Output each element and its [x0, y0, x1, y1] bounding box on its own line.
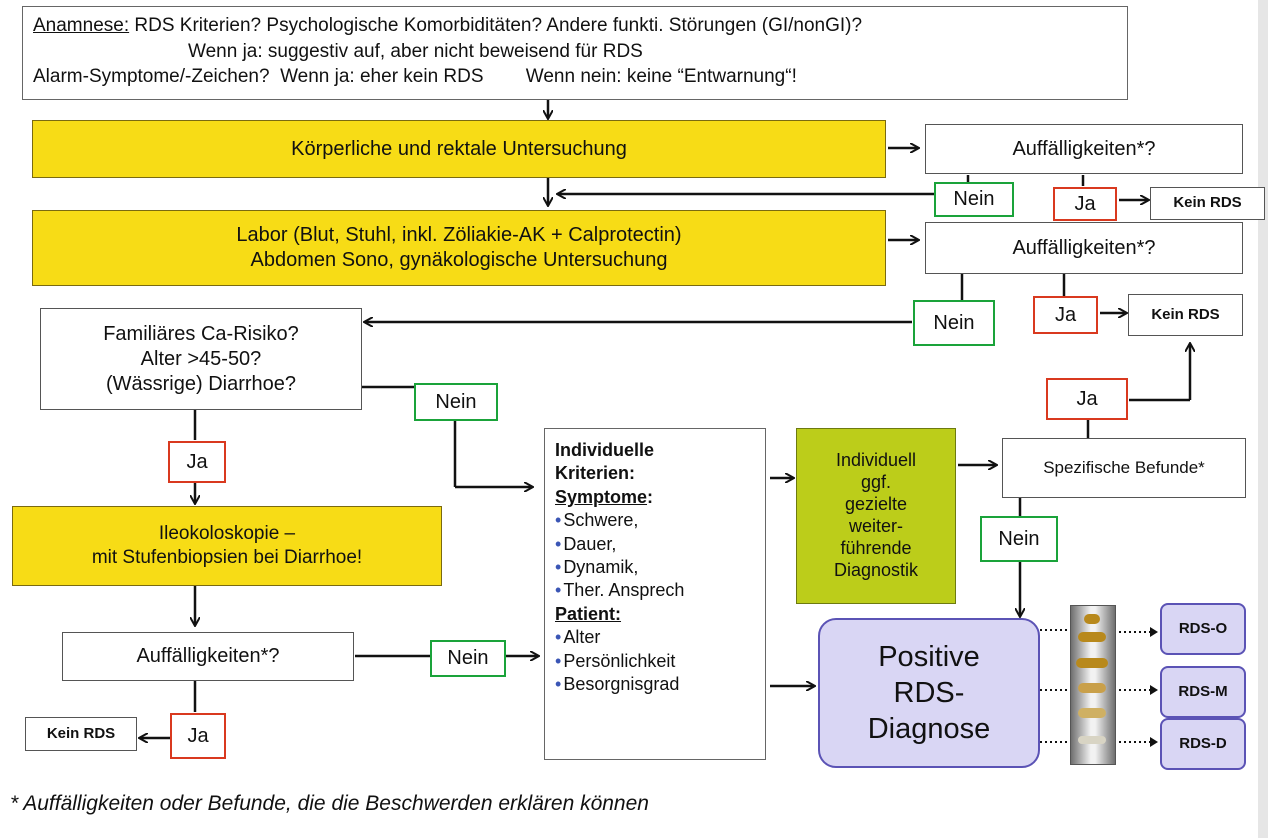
stool-type-3-icon: [1076, 658, 1108, 668]
anamnese-line-2: Wenn ja: suggestiv auf, aber nicht bewei…: [188, 40, 643, 62]
lab-line-1: Labor (Blut, Stuhl, inkl. Zöliakie-AK + …: [236, 224, 682, 246]
risk-line-3: (Wässrige) Diarrhoe?: [105, 372, 297, 395]
no-label-3: Nein: [414, 383, 498, 421]
further-diag-line: gezielte: [844, 494, 908, 515]
list-item: Dauer,: [555, 533, 755, 556]
yes-label-2: Ja: [1033, 296, 1098, 334]
stool-type-1-icon: [1084, 614, 1100, 624]
list-item: Alter: [555, 626, 755, 649]
risk-line-1: Familiäres Ca-Risiko?: [103, 322, 299, 345]
anamnese-line-1: Anamnese: RDS Kriterien? Psychologische …: [33, 13, 1117, 39]
further-diag-line: ggf.: [860, 472, 892, 493]
colonoscopy-box: Ileokoloskopie – mit Stufenbiopsien bei …: [12, 506, 442, 586]
further-diag-line: weiter-: [848, 516, 903, 536]
list-item: Dynamik,: [555, 556, 755, 579]
stool-type-5-icon: [1078, 708, 1106, 718]
no-label-2: Nein: [913, 300, 995, 346]
stool-type-4-icon: [1078, 683, 1106, 693]
lab-exam-box: Labor (Blut, Stuhl, inkl. Zöliakie-AK + …: [32, 210, 886, 286]
further-diagnostics-box: Individuell ggf. gezielte weiter- führen…: [796, 428, 956, 604]
yes-label-1: Ja: [1053, 187, 1117, 221]
criteria-title-1: Individuelle: [555, 440, 655, 460]
positive-diagnosis-box: Positive RDS- Diagnose: [818, 618, 1040, 768]
positive-line: RDS-: [893, 676, 965, 709]
subtype-box-m: RDS-M: [1160, 666, 1246, 718]
colonoscopy-line-1: Ileokoloskopie –: [158, 523, 296, 545]
criteria-title-2: Kriterien:: [555, 463, 636, 484]
no-ibs-box-2: Kein RDS: [1128, 294, 1243, 336]
yes-label-3: Ja: [168, 441, 226, 483]
stool-type-6-icon: [1078, 736, 1106, 744]
patient-list: Alter Persönlichkeit Besorgnisgrad: [555, 626, 755, 696]
right-edge-strip: [1258, 0, 1268, 838]
list-item: Schwere,: [555, 509, 755, 532]
further-diag-line: Diagnostik: [833, 559, 919, 580]
further-diag-line: Individuell: [835, 450, 917, 471]
no-label-5: Nein: [980, 516, 1058, 562]
list-item: Ther. Ansprech: [555, 579, 755, 602]
no-ibs-box-3: Kein RDS: [25, 717, 137, 751]
further-diag-line: führende: [840, 537, 912, 558]
anamnese-line-3: Alarm-Symptome/-Zeichen? Wenn ja: eher k…: [33, 66, 797, 88]
positive-line: Diagnose: [867, 713, 991, 746]
footnote: * Auffälligkeiten oder Befunde, die die …: [10, 792, 649, 815]
individual-criteria-box: Individuelle Kriterien: Symptome: Schwer…: [544, 428, 766, 760]
physical-exam-box: Körperliche und rektale Untersuchung: [32, 120, 886, 178]
specific-findings-box: Spezifische Befunde*: [1002, 438, 1246, 498]
patient-heading: Patient:: [555, 603, 622, 624]
symptoms-list: Schwere, Dauer, Dynamik, Ther. Ansprech: [555, 509, 755, 603]
no-label-1: Nein: [934, 182, 1014, 217]
colonoscopy-line-2: mit Stufenbiopsien bei Diarrhoe!: [91, 547, 363, 568]
subtype-box-o: RDS-O: [1160, 603, 1246, 655]
stool-type-2-icon: [1078, 632, 1106, 642]
anamnese-label: Anamnese:: [33, 15, 130, 36]
no-ibs-box-1: Kein RDS: [1150, 187, 1265, 220]
risk-factors-box: Familiäres Ca-Risiko? Alter >45-50? (Wäs…: [40, 308, 362, 410]
findings-question-2: Auffälligkeiten*?: [925, 222, 1243, 274]
list-item: Besorgnisgrad: [555, 673, 755, 696]
symptoms-heading: Symptome:: [555, 486, 654, 507]
findings-question-3: Auffälligkeiten*?: [62, 632, 354, 681]
list-item: Persönlichkeit: [555, 650, 755, 673]
lab-line-2: Abdomen Sono, gynäkologische Untersuchun…: [250, 249, 668, 271]
subtype-box-d: RDS-D: [1160, 718, 1246, 770]
yes-label-4: Ja: [170, 713, 226, 759]
anamnese-box: Anamnese: RDS Kriterien? Psychologische …: [22, 6, 1128, 100]
yes-label-5: Ja: [1046, 378, 1128, 420]
findings-question-1: Auffälligkeiten*?: [925, 124, 1243, 174]
risk-line-2: Alter >45-50?: [140, 347, 262, 370]
positive-line: Positive: [878, 640, 980, 673]
no-label-4: Nein: [430, 640, 506, 677]
anamnese-line-1-text: RDS Kriterien? Psychologische Komorbidit…: [129, 15, 863, 36]
